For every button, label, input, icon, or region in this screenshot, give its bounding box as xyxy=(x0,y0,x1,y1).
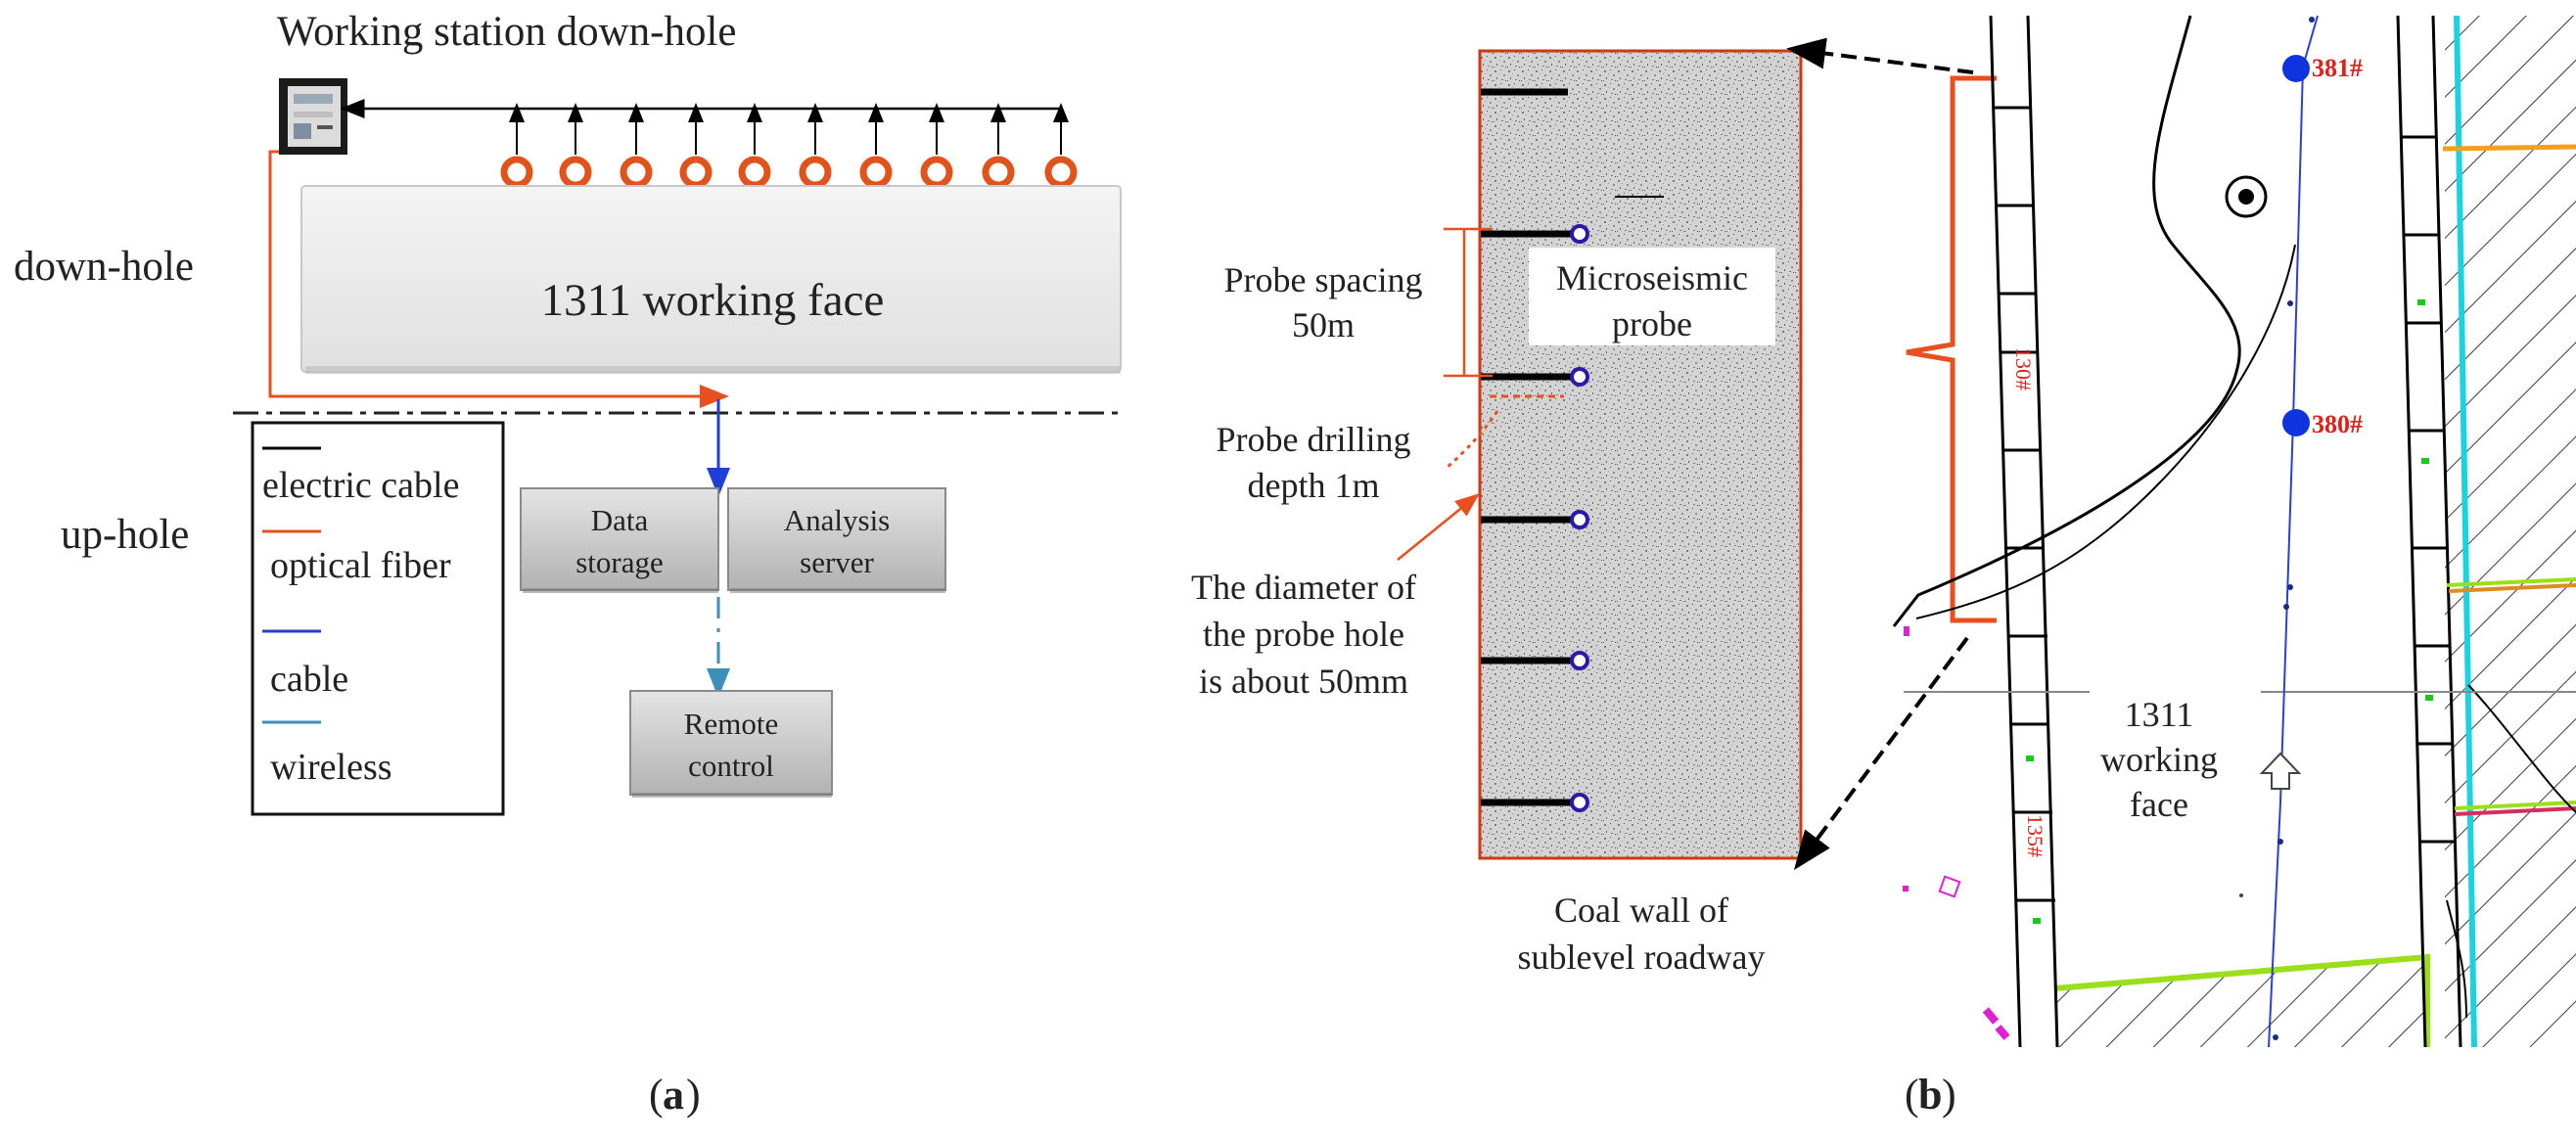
panel-b: Microseismic probe Probe spacing 50m Pro… xyxy=(1191,15,2576,1119)
marker-135: 135# xyxy=(2023,814,2047,857)
marker-130: 130# xyxy=(2011,347,2036,390)
svg-text:a: a xyxy=(663,1071,684,1119)
hole-diameter-line3: is about 50mm xyxy=(1199,662,1408,701)
coal-wall-line1: Coal wall of xyxy=(1554,891,1728,930)
svg-text:): ) xyxy=(1942,1071,1956,1119)
analysis-server-box: Analysis server xyxy=(727,487,946,593)
probe-heads xyxy=(1570,224,1589,812)
data-storage-line2: storage xyxy=(575,545,664,579)
legend-cable: cable xyxy=(270,659,348,700)
optical-fiber-route xyxy=(268,150,729,408)
svg-text:(: ( xyxy=(649,1071,664,1119)
data-storage-line1: Data xyxy=(591,503,649,537)
microseismic-probe-line1: Microseismic xyxy=(1556,258,1748,297)
sensor-probes xyxy=(500,156,1078,189)
zoom-guide-bottom xyxy=(1794,636,1969,871)
working-face-label: 1311 working face xyxy=(541,275,885,326)
marker-381-dot xyxy=(2282,55,2310,82)
panel-b-label: ( b ) xyxy=(1905,1071,1956,1119)
marker-380-dot xyxy=(2282,409,2310,436)
probe-drilling-line2: depth 1m xyxy=(1248,466,1380,505)
working-face-map-line3: face xyxy=(2130,785,2188,824)
legend: electric cable optical fiber cable wirel… xyxy=(251,421,505,816)
sensor-uplinks xyxy=(509,103,1069,155)
remote-control-box: Remote control xyxy=(629,690,833,798)
coal-wall-line2: sublevel roadway xyxy=(1518,938,1766,977)
working-face-map-line2: working xyxy=(2100,740,2218,779)
marker-381: 381# xyxy=(2312,54,2363,82)
probe-drilling-line1: Probe drilling xyxy=(1217,420,1411,459)
down-hole-label: down-hole xyxy=(14,244,194,290)
drilling-depth-pointer xyxy=(1446,410,1499,470)
legend-wireless: wireless xyxy=(270,747,392,788)
station-title: Working station down-hole xyxy=(277,9,736,55)
svg-text:(: ( xyxy=(1905,1071,1919,1119)
hole-diameter-pointer xyxy=(1397,493,1480,561)
monitoring-line xyxy=(2268,15,2319,1048)
analysis-server-line2: server xyxy=(800,545,874,579)
workstation-icon xyxy=(279,78,347,155)
probe-spacing-line1: Probe spacing xyxy=(1224,260,1423,299)
svg-text:): ) xyxy=(686,1071,701,1119)
zoom-guide-top xyxy=(1786,37,1974,74)
remote-control-line2: control xyxy=(688,749,774,783)
advance-arrow-icon xyxy=(2259,752,2302,790)
panel-a: Working station down-hole xyxy=(14,9,1124,1119)
legend-electric-cable: electric cable xyxy=(262,465,459,506)
probe-spacing-line2: 50m xyxy=(1292,305,1355,344)
marker-380: 380# xyxy=(2312,410,2363,438)
zoom-brace xyxy=(1906,75,1997,623)
probe-rods xyxy=(1481,88,1571,806)
remote-control-line1: Remote xyxy=(684,707,778,741)
microseismic-probe-line2: probe xyxy=(1612,304,1692,343)
hole-diameter-line2: the probe hole xyxy=(1203,615,1404,654)
roadway-map: 381# 380# 130# 135# 1311 working face xyxy=(1892,15,2576,1048)
hole-diameter-line1: The diameter of xyxy=(1191,568,1416,607)
svg-text:b: b xyxy=(1918,1071,1942,1119)
coal-wall-block xyxy=(1478,49,1803,860)
legend-optical-fiber: optical fiber xyxy=(270,545,451,586)
data-storage-box: Data storage xyxy=(520,487,719,593)
analysis-server-line1: Analysis xyxy=(784,503,891,537)
up-hole-label: up-hole xyxy=(61,512,189,558)
panel-a-label: ( a ) xyxy=(649,1071,701,1119)
working-face-map-line1: 1311 xyxy=(2125,695,2194,734)
probe-spacing-dimension xyxy=(1444,227,1493,378)
